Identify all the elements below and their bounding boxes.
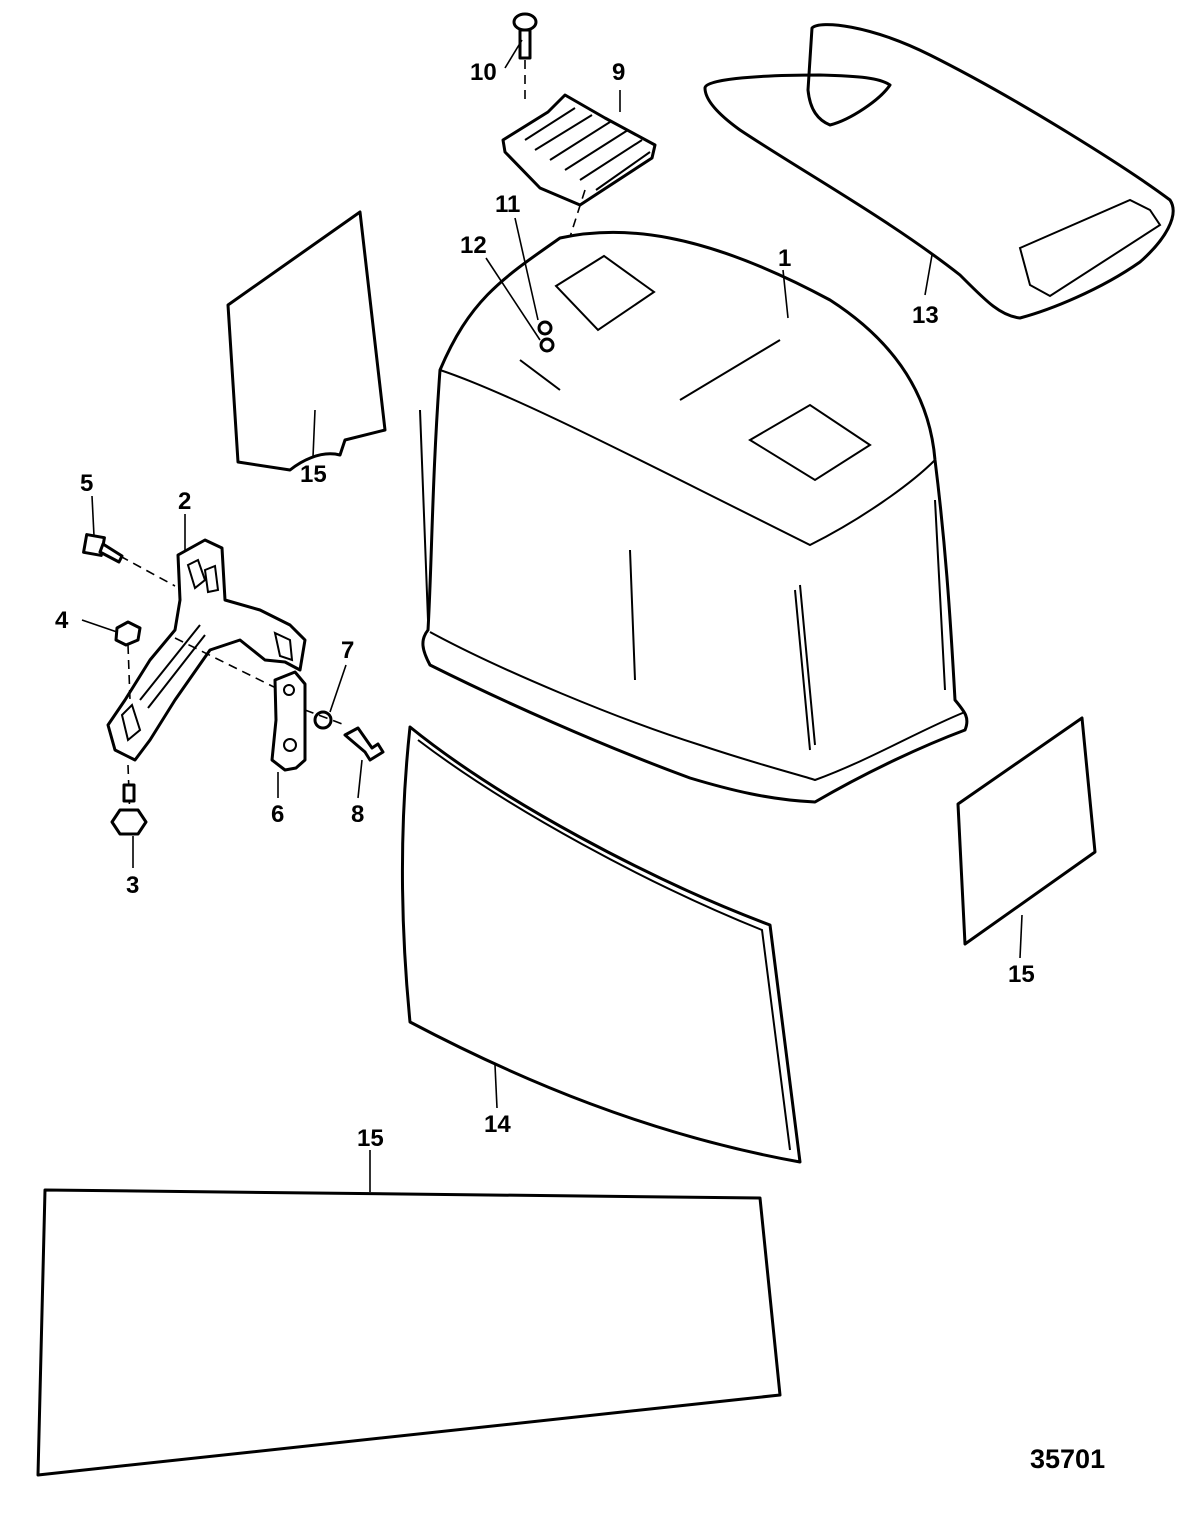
callout-1: 1 [778,245,791,272]
drawing-number: 35701 [1030,1444,1105,1474]
callout-2: 2 [178,488,191,515]
side-decal-right [956,716,1097,946]
callout-3: 3 [126,872,139,899]
latch [270,670,307,772]
top-decal [703,23,1175,320]
screw-bracket [82,533,124,564]
grommet-left [114,620,142,701]
callout-5: 5 [80,470,93,497]
mounting-bracket [106,538,307,762]
callout-14: 14 [484,1111,511,1138]
callout-9: 9 [612,59,625,86]
vent-cover [501,93,657,207]
callout-15-left: 15 [300,461,327,488]
callout-6: 6 [271,801,284,828]
washer [313,710,333,730]
callout-4: 4 [55,607,69,634]
screw-latch [304,709,385,762]
grommet-bottom [110,764,148,836]
callout-11: 11 [495,191,520,218]
callout-leaders [81,39,1023,1192]
callout-12: 12 [460,232,487,259]
callout-7: 7 [341,637,354,664]
callout-15-bottom: 15 [357,1125,384,1152]
callout-15-right: 15 [1008,961,1035,988]
front-decal [401,725,802,1164]
side-decal-left [226,210,387,472]
callout-8: 8 [351,801,364,828]
bottom-decal [36,1188,782,1477]
callout-10: 10 [470,59,497,86]
callout-13: 13 [912,302,939,329]
engine-cowl [419,230,969,804]
